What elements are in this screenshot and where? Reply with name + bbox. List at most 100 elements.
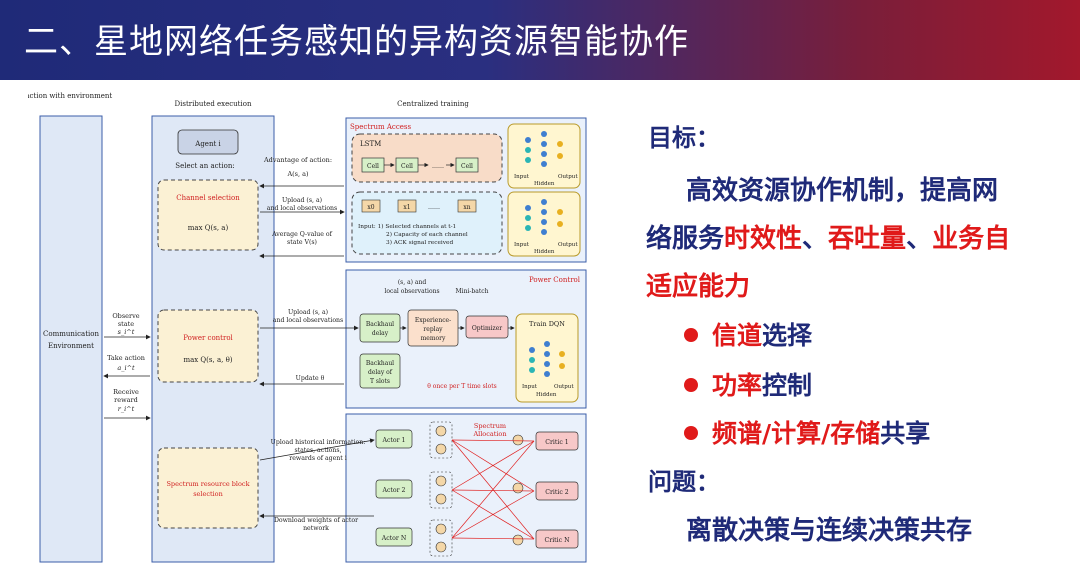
agent-label: Agent i [194, 140, 221, 148]
critic-2-box [535, 481, 579, 501]
actor-1-box [375, 429, 413, 449]
train-dqn-box [515, 313, 579, 403]
bullet-sharing: 频谱/计算/存储共享 [684, 414, 930, 450]
spectrum-block-box [157, 447, 259, 529]
svg-text:Critic 2: Critic 2 [545, 489, 569, 496]
svg-text:memory: memory [421, 335, 446, 342]
upload-obs2-label: Upload (s, a) [288, 309, 328, 316]
svg-text:states, actions,: states, actions, [294, 447, 341, 454]
env-label-1: Communication [43, 330, 99, 338]
svg-text:Output: Output [558, 174, 578, 180]
actor-2-box [375, 479, 413, 499]
observe-sym: s_i^t [118, 328, 135, 336]
spectrum-block-label: Spectrum resource block [166, 480, 249, 488]
svg-text:x1: x1 [403, 204, 410, 211]
channel-selection-box [157, 179, 259, 251]
bullet-dot-icon [684, 378, 698, 392]
adv-formula: A(s, a) [286, 170, 309, 178]
svg-text:Output: Output [554, 384, 574, 390]
env-column [39, 115, 103, 563]
bullet-dot-icon [684, 328, 698, 342]
receive-label: Receive [113, 388, 139, 396]
svg-text:and local observations: and local observations [267, 205, 337, 212]
cell-n [455, 157, 479, 173]
svg-text:state V(s): state V(s) [287, 239, 317, 246]
col-dist-label: Distributed execution [175, 100, 252, 108]
bullet-dot-icon [684, 426, 698, 440]
channel-selection-label: Channel selection [176, 194, 240, 202]
power-control-box [157, 309, 259, 383]
svg-text:Cell: Cell [401, 163, 413, 170]
svg-text:x0: x0 [367, 204, 374, 211]
input-note-2: 2) Capacity of each channel [386, 231, 468, 238]
svg-text:Hidden: Hidden [534, 181, 555, 187]
svg-text:delay: delay [372, 330, 389, 337]
goal-line-2: 络服务时效性、吞吐量、业务自 [646, 224, 1011, 254]
update-label: Update θ [296, 375, 325, 382]
svg-text:Hidden: Hidden [536, 392, 557, 398]
svg-text:Actor N: Actor N [381, 535, 407, 542]
take-action-label: Take action [107, 354, 145, 362]
upload-obs-label: Upload (s, a) [282, 197, 322, 204]
backhaul2-box [359, 353, 401, 389]
col-env-label: Interaction with environment [28, 92, 112, 100]
svg-text:Output: Output [558, 242, 578, 248]
download-label: Download weights of actor [274, 517, 358, 524]
svg-text:Backhaul: Backhaul [366, 360, 394, 367]
svg-text:T slots: T slots [370, 378, 390, 385]
backhaul-box [359, 313, 401, 343]
svg-text:Allocation: Allocation [472, 430, 506, 438]
spectrum-alloc-title: Spectrum [474, 422, 506, 430]
power-formula: max Q(s, a, θ) [183, 356, 232, 364]
col-central-label: Centralized training [397, 100, 469, 108]
receive-sym: r_i^t [118, 405, 135, 413]
take-action-sym: a_i^t [117, 364, 135, 372]
svg-text:Train DQN: Train DQN [529, 320, 565, 328]
svg-text:Optimizer: Optimizer [472, 325, 502, 332]
svg-text:Hidden: Hidden [534, 249, 555, 255]
x1-box [397, 199, 417, 213]
svg-text:state: state [118, 320, 134, 328]
svg-text:Actor 1: Actor 1 [381, 437, 405, 444]
power-control-label: Power control [183, 334, 233, 342]
xn-box [457, 199, 477, 213]
svg-text:Critic N: Critic N [545, 537, 571, 544]
problem-heading: 问题： [648, 468, 720, 496]
power-control-title: Power Control [529, 276, 581, 284]
input-note-1: Input: 1) Selected channels at t-1 [358, 223, 456, 230]
theta-once-label: θ once per T time slots [427, 383, 496, 390]
input-note-3: 3) ACK signal received [386, 239, 453, 246]
svg-text:rewards of agent i: rewards of agent i [289, 455, 346, 462]
agent-box [177, 129, 239, 155]
critic-1-box [535, 431, 579, 451]
spectrum-block-label-2: selection [193, 490, 223, 498]
nn-nodes-1 [525, 131, 563, 167]
architecture-diagram: Interaction with environment Distributed… [28, 92, 587, 563]
goal-heading: 目标： [648, 124, 720, 152]
state-action-groups [429, 421, 524, 557]
svg-text:replay: replay [423, 326, 443, 333]
svg-text:……: …… [428, 204, 440, 211]
svg-text:Backhaul: Backhaul [366, 321, 394, 328]
title-bar: 二、星地网络任务感知的异构资源智能协作 [0, 0, 1080, 80]
bullet-power: 功率控制 [684, 366, 812, 402]
goal-line-1: 高效资源协作机制，提高网 [686, 176, 999, 206]
critic-connections [451, 439, 535, 540]
svg-text:network: network [303, 525, 329, 532]
adv-action-label: Advantage of action: [263, 156, 332, 164]
svg-text:Input: Input [514, 242, 530, 248]
svg-text:Cell: Cell [367, 163, 379, 170]
lstm-label: LSTM [360, 140, 381, 148]
avg-q-label: Average Q-value of [271, 231, 333, 238]
select-action-label: Select an action: [175, 162, 234, 170]
x0-box [361, 199, 381, 213]
goal-line-3: 适应能力 [646, 272, 751, 302]
svg-text:delay of: delay of [368, 369, 393, 376]
svg-text:Input: Input [514, 174, 530, 180]
svg-text:Actor 2: Actor 2 [381, 487, 405, 494]
page-title: 二、星地网络任务感知的异构资源智能协作 [24, 22, 689, 62]
channel-formula: max Q(s, a) [188, 224, 229, 232]
nn-nodes-2 [525, 199, 563, 235]
critic-n-box [535, 529, 579, 549]
observe-label: Observe [112, 312, 139, 320]
